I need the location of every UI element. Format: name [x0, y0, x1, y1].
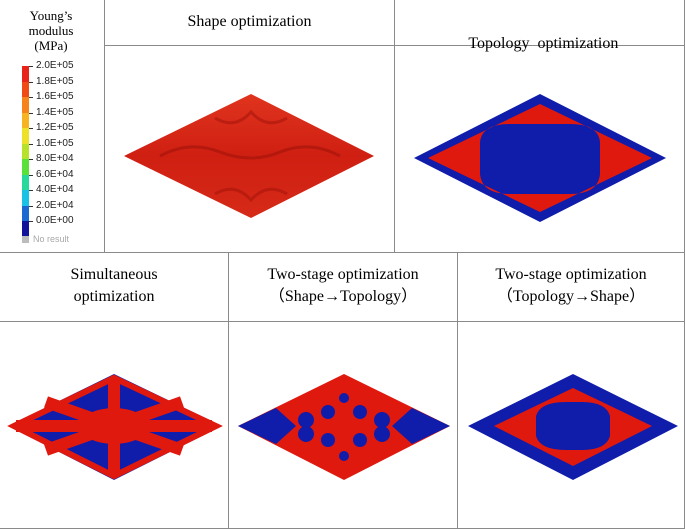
- legend-swatch: [22, 66, 29, 82]
- legend-swatch: [22, 143, 29, 159]
- legend-tick: [29, 174, 33, 176]
- panel-title-two-stage-shape-topology: Two-stage optimization （Shape→Topology）: [267, 266, 419, 305]
- void-region: [353, 433, 367, 447]
- material-region: [428, 104, 652, 212]
- void-region: [321, 433, 335, 447]
- topology-optimization-result: [414, 94, 666, 222]
- void-region: [392, 408, 450, 444]
- legend-swatch: [22, 205, 29, 221]
- void-region: [298, 426, 314, 442]
- divider: [394, 0, 395, 252]
- divider: [104, 0, 105, 252]
- void-region: [339, 451, 349, 461]
- panel-title-shape: Shape optimization: [187, 13, 312, 30]
- plate-surface: [414, 94, 666, 222]
- panel-title-simultaneous: Simultaneous optimization: [70, 266, 158, 305]
- plate-surface: [124, 94, 374, 218]
- legend-tick: [29, 81, 33, 83]
- material-region: [494, 388, 652, 466]
- legend-title: Young’s modulus (MPa): [28, 8, 74, 53]
- material-region: [7, 374, 223, 480]
- ridge-shading: [159, 145, 341, 160]
- legend-swatch: [22, 174, 29, 190]
- plate-surface: [468, 374, 678, 480]
- void-region: [298, 412, 314, 428]
- legend-tick-label: 1.8E+05: [36, 75, 74, 87]
- legend-tick: [29, 143, 33, 145]
- legend-tick-label: 1.6E+05: [36, 91, 74, 102]
- divider: [0, 321, 684, 322]
- divider: [228, 252, 229, 528]
- legend-tick: [29, 97, 33, 98]
- legend-swatch: [22, 190, 29, 206]
- plate-surface: [238, 374, 450, 480]
- material-region: [80, 408, 148, 444]
- void-region: [374, 426, 390, 442]
- legend-swatch: [22, 81, 29, 97]
- void-region: [353, 405, 367, 419]
- legend-tick-label: 8.0E+04: [36, 153, 74, 164]
- legend-tick-label: 2.0E+04: [36, 199, 74, 211]
- legend-swatch: [22, 112, 29, 128]
- divider: [0, 252, 684, 253]
- no-result-legend: No result: [22, 234, 69, 244]
- shape-optimization-result: [124, 94, 374, 218]
- two-stage-shape-topology-result: [238, 374, 450, 480]
- void-region: [321, 405, 335, 419]
- legend-tick-label: 6.0E+04: [36, 168, 74, 180]
- legend-tick-label: 0.0E+00: [36, 215, 74, 226]
- legend-tick-label: 1.0E+05: [36, 137, 74, 149]
- legend-tick: [29, 159, 33, 160]
- legend-tick: [29, 221, 33, 222]
- two-stage-topology-shape-result: [468, 374, 678, 480]
- legend-tick: [29, 112, 33, 114]
- legend-swatch: [22, 128, 29, 144]
- legend-swatch: [22, 221, 29, 237]
- void-region: [374, 412, 390, 428]
- panel-title-topology: Topology optimization: [468, 35, 619, 52]
- legend-tick: [29, 205, 33, 207]
- panel-title-two-stage-topology-shape: Two-stage optimization （Topology→Shape）: [495, 266, 647, 305]
- legend-tick-label: 1.4E+05: [36, 106, 74, 118]
- void-region: [238, 408, 296, 444]
- divider: [104, 45, 684, 46]
- ridge-shading: [214, 109, 288, 125]
- legend-tick: [29, 190, 33, 191]
- divider: [457, 252, 458, 528]
- simultaneous-optimization-result: [7, 374, 223, 480]
- ridge-shading: [214, 187, 288, 203]
- legend-swatch: [22, 97, 29, 113]
- legend-tick-label: 1.2E+05: [36, 122, 74, 133]
- void-region: [339, 393, 349, 403]
- legend-tick-label: 2.0E+05: [36, 60, 74, 71]
- legend-swatch: [22, 159, 29, 175]
- no-result-swatch: [22, 236, 29, 244]
- legend-tick-label: 4.0E+04: [36, 184, 74, 195]
- legend-tick: [29, 128, 33, 129]
- legend-tick: [29, 66, 33, 67]
